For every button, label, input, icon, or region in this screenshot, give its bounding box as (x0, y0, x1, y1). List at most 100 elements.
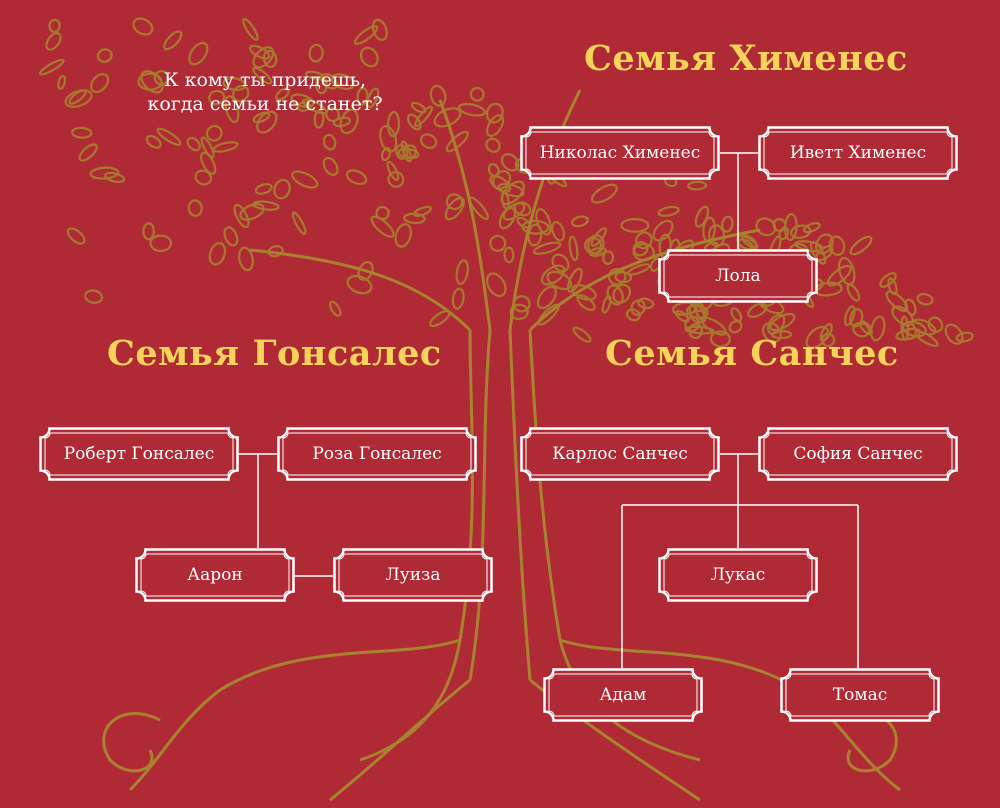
leaf (249, 44, 271, 60)
leaf (444, 196, 465, 221)
leaf (322, 156, 339, 177)
leaf (238, 246, 254, 272)
leaf (329, 300, 342, 317)
person-yvette-jimenez: Иветт Хименес (758, 126, 958, 180)
person-name: Луиза (385, 565, 441, 585)
leaf (252, 111, 271, 124)
leaf (590, 183, 618, 204)
leaf (535, 208, 552, 236)
leaf (375, 205, 390, 221)
leaf (869, 315, 886, 342)
name-frame (658, 249, 818, 303)
leaf (200, 151, 217, 175)
leaf (852, 321, 871, 338)
leaf (551, 253, 570, 273)
leaf (916, 292, 934, 306)
leaf (674, 310, 690, 323)
leaf (602, 250, 615, 265)
name-frame (543, 668, 703, 722)
leaf (380, 147, 392, 162)
leaf (48, 18, 61, 33)
leaf (394, 223, 413, 248)
tagline-line-1: К кому ты придешь, (163, 69, 367, 91)
leaf (84, 289, 104, 304)
leaf (844, 305, 856, 327)
leaf (503, 246, 515, 264)
leaf (457, 102, 486, 117)
leaf (509, 303, 529, 321)
name-frame (520, 427, 720, 481)
leaf (620, 218, 650, 233)
leaf (657, 205, 680, 217)
leaf (132, 17, 154, 36)
leaf (313, 109, 325, 129)
leaf (955, 331, 974, 343)
name-frame (333, 548, 493, 602)
leaf (78, 143, 98, 162)
leaf (686, 304, 709, 319)
leaf (762, 322, 782, 343)
leaf (445, 193, 464, 211)
person-name: Иветт Хименес (789, 143, 927, 163)
leaf (315, 75, 328, 95)
name-frame (277, 427, 477, 481)
leaf (566, 267, 583, 293)
leaf (730, 307, 743, 323)
leaf (104, 171, 126, 184)
leaf (200, 136, 215, 159)
leaf (900, 315, 910, 341)
leaf (721, 215, 734, 233)
leaf (927, 316, 944, 333)
leaf (846, 283, 861, 302)
leaf (627, 263, 651, 276)
leaf (485, 272, 507, 298)
leaf (887, 277, 898, 296)
leaf (805, 325, 829, 349)
leaf (532, 241, 562, 255)
leaf (771, 330, 793, 340)
leaf (455, 259, 469, 286)
person-luisa: Луиза (333, 548, 493, 602)
person-sofia-sanchez: София Санчес (758, 427, 958, 481)
leaf (145, 134, 162, 149)
leaf (485, 137, 501, 153)
person-carlos-sanchez: Карлос Санчес (520, 427, 720, 481)
leaf (513, 201, 532, 217)
leaf (140, 70, 164, 94)
leaf (498, 206, 517, 230)
leaf (186, 136, 201, 152)
leaf (849, 235, 873, 256)
leaf (45, 32, 62, 51)
leaf (879, 272, 897, 288)
leaf (89, 166, 120, 180)
leaf (625, 308, 641, 322)
leaf (904, 298, 917, 316)
name-frame (780, 668, 940, 722)
leaf (403, 212, 426, 225)
leaf (630, 299, 646, 316)
leaf (400, 140, 412, 163)
leaf (489, 234, 507, 252)
name-frame (135, 548, 295, 602)
person-name: Аарон (187, 565, 243, 585)
leaf (291, 170, 319, 189)
person-aaron: Аарон (135, 548, 295, 602)
leaf (64, 89, 93, 108)
leaf (489, 175, 512, 193)
sanchez-family-title: Семья Санчес (605, 333, 899, 374)
leaf (262, 49, 278, 68)
leaf (688, 322, 703, 340)
person-rosa-gonzalez: Роза Гонсалес (277, 427, 477, 481)
leaf (325, 106, 340, 123)
leaf (142, 222, 155, 241)
leaf (212, 141, 239, 153)
leaf (194, 169, 213, 186)
leaf (290, 93, 315, 109)
leaf (568, 235, 579, 262)
leaf (359, 46, 379, 68)
leaf (802, 221, 821, 234)
gonzalez-family-title: Семья Гонсалес (107, 333, 442, 374)
leaf (809, 240, 827, 265)
leaf (451, 287, 465, 310)
